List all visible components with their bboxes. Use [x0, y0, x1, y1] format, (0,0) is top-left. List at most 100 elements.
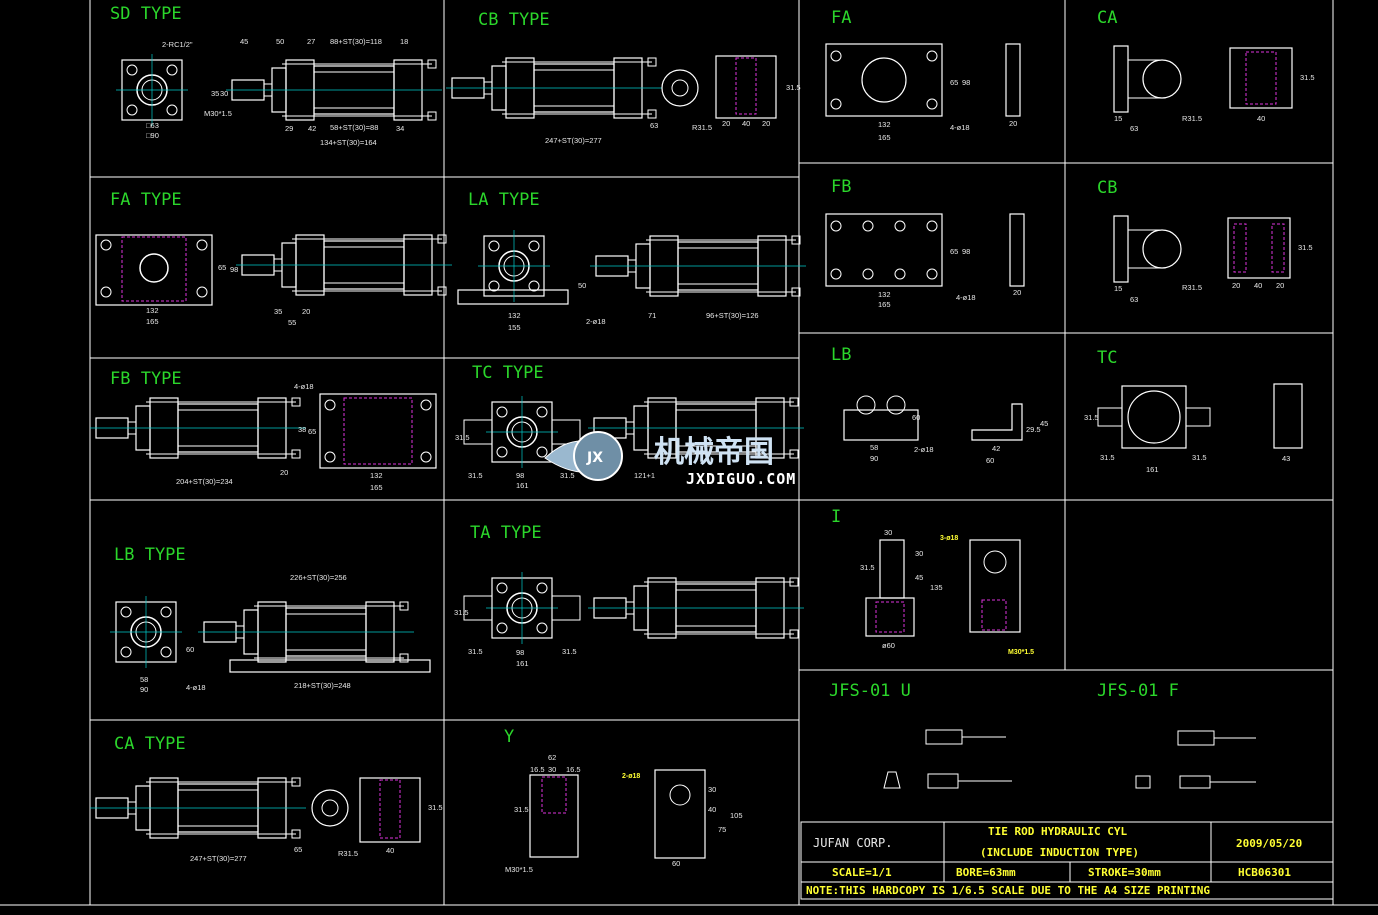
dimension-label: 15: [1114, 284, 1122, 293]
title-block: [800, 821, 1334, 900]
dimension-label: 132: [508, 311, 521, 320]
dimension-label: 4-ø18: [294, 382, 314, 391]
dimension-label: 29.5: [1026, 425, 1041, 434]
dimension-label: 31.5: [1084, 413, 1099, 422]
dimension-label: 20: [762, 119, 770, 128]
dimension-label: 58+ST(30)=88: [330, 123, 378, 132]
panel-tc-type: TC TYPE 31.5 31.5 98 31.5 161 121+1: [455, 363, 805, 490]
dimension-label: M30*1.5: [505, 865, 533, 874]
dimension-label: 98: [516, 471, 524, 480]
dimension-label: 98: [962, 78, 970, 87]
dimension-label: 16.5: [566, 765, 581, 774]
dimension-label: 98: [230, 265, 238, 274]
panel-title: TC: [1097, 348, 1117, 368]
dimension-label: 90: [140, 685, 148, 694]
dimension-label: 60: [986, 456, 994, 465]
dimension-label: 62: [548, 753, 556, 762]
drawing-title: TIE ROD HYDRAULIC CYL: [988, 825, 1127, 838]
dimension-label: 65: [950, 78, 958, 87]
dimension-label: 132: [878, 120, 891, 129]
dimension-label: 90: [870, 454, 878, 463]
dimension-label: 63: [1130, 124, 1138, 133]
dimension-label: 165: [878, 133, 891, 142]
dimension-label: 40: [1257, 114, 1265, 123]
dimension-label: 30: [548, 765, 556, 774]
panel-title: CA TYPE: [114, 734, 186, 754]
drawing-subtitle: (INCLUDE INDUCTION TYPE): [980, 846, 1139, 859]
dimension-label: 60: [912, 413, 920, 422]
dimension-label: 247+ST(30)=277: [545, 136, 602, 145]
dimension-label: 161: [1146, 465, 1159, 474]
dimension-label: M30*1.5: [1008, 649, 1034, 656]
dimension-label: 4-ø18: [950, 123, 970, 132]
panel-sd-type: SD TYPE 2-RC1/2" □63 □90 M30*1.5 45 50 2…: [110, 4, 443, 147]
panel-title: I: [831, 507, 841, 527]
dimension-label: 204+ST(30)=234: [176, 477, 233, 486]
panel-cb-detail: CB 15 63 R31.5 20 40 20 31.5: [1097, 178, 1313, 304]
dimension-label: 40: [1254, 281, 1262, 290]
watermark: JX 机械帝国 JXDIGUO.COM: [544, 431, 796, 488]
dimension-label: 31.5: [468, 647, 483, 656]
dimension-label: 30: [884, 528, 892, 537]
dimension-label: 42: [308, 124, 316, 133]
panel-title: TA TYPE: [470, 523, 542, 543]
dimension-label: 45: [1040, 419, 1048, 428]
dimension-label: 134+ST(30)=164: [320, 138, 377, 147]
dimension-label: 60: [672, 859, 680, 868]
panel-tc-detail: TC 31.5 31.5 31.5 161 43: [1084, 348, 1303, 474]
dimension-label: 165: [878, 300, 891, 309]
company-name: JUFAN CORP.: [813, 836, 892, 850]
dimension-label: 16.5: [530, 765, 545, 774]
dimension-label: 2-ø18: [914, 445, 934, 454]
dimension-label: 135: [930, 583, 943, 592]
panel-fa-type: FA TYPE 132 165 65 98 35 20 55: [95, 190, 453, 327]
stroke-size: STROKE=30mm: [1088, 866, 1161, 879]
dimension-label: 50: [578, 281, 586, 290]
dimension-label: 35: [211, 89, 219, 98]
drawing-date: 2009/05/20: [1236, 837, 1302, 850]
drawing-code: HCB06301: [1238, 866, 1291, 879]
dimension-label: R31.5: [338, 849, 358, 858]
dimension-label: 50: [276, 37, 284, 46]
dimension-label: 31.5: [455, 433, 470, 442]
dimension-label: 218+ST(30)=248: [294, 681, 351, 690]
panel-title: LB TYPE: [114, 545, 186, 565]
dimension-label: 15: [1114, 114, 1122, 123]
dimension-label: 20: [1009, 119, 1017, 128]
dimension-label: 20: [722, 119, 730, 128]
dimension-label: 31.5: [428, 803, 443, 812]
panel-lb-detail: LB 60 58 90 2-ø18 42 60 29.5 45: [831, 345, 1048, 465]
dimension-label: 165: [146, 317, 159, 326]
dimension-label: 4-ø18: [186, 683, 206, 692]
dimension-label: 65: [218, 263, 226, 272]
panel-ta-type: TA TYPE 31.5 31.5 98 31.5 161: [454, 523, 805, 668]
dimension-label: 121+1: [634, 471, 655, 480]
dimension-label: 105: [730, 811, 743, 820]
panel-ca-type: CA TYPE 247+ST(30)=277 65 R31.5 40 31.5: [89, 734, 443, 863]
dimension-label: 31.5: [860, 563, 875, 572]
dimension-label: R31.5: [692, 123, 712, 132]
panel-jfs-u: JFS-01 U: [829, 681, 1012, 789]
dimension-label: ø60: [882, 641, 895, 650]
dimension-label: 98: [962, 247, 970, 256]
dimension-label: 65: [294, 845, 302, 854]
dimension-label: 63: [1130, 295, 1138, 304]
dimension-label: 20: [280, 468, 288, 477]
dimension-label: 60: [186, 645, 194, 654]
dimension-label: 31.5: [454, 608, 469, 617]
dimension-label: 38: [298, 425, 306, 434]
dimension-label: 20: [302, 307, 310, 316]
panel-title: TC TYPE: [472, 363, 544, 383]
dimension-label: 27: [307, 37, 315, 46]
watermark-en: JXDIGUO.COM: [686, 470, 796, 488]
dimension-label: 18: [400, 37, 408, 46]
dimension-label: 71: [648, 311, 656, 320]
dimension-label: 31.5: [1300, 73, 1315, 82]
dimension-label: □90: [146, 131, 159, 140]
dimension-label: 132: [146, 306, 159, 315]
panel-title: JFS-01 F: [1097, 681, 1179, 701]
panel-title: FA TYPE: [110, 190, 182, 210]
